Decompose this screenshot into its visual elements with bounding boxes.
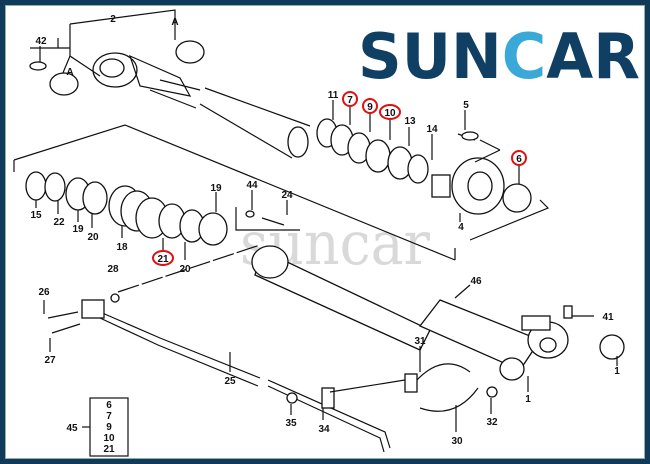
label-18: 18: [116, 242, 128, 253]
label-25: 25: [224, 376, 236, 387]
label-a: A: [66, 67, 73, 78]
label-24: 24: [281, 190, 293, 201]
label-13: 13: [404, 116, 416, 127]
label-34: 34: [318, 424, 330, 435]
seal-rings-upper: [316, 100, 433, 184]
label-10-highlighted: 10: [384, 108, 396, 119]
label-30: 30: [451, 436, 463, 447]
kit-item: 9: [106, 422, 112, 433]
part-labels: 2 A A 42 11 7 9 10 13 14 5 6 15 22 19 20…: [30, 14, 620, 447]
label-1: 1: [614, 366, 620, 377]
cylinder-head: [431, 110, 550, 241]
pipe-25: [43, 299, 391, 453]
label-21-highlighted: 21: [157, 254, 169, 265]
label-19: 19: [210, 183, 222, 194]
label-26: 26: [38, 287, 50, 298]
clamps: [286, 346, 498, 432]
kit-item: 21: [103, 444, 115, 455]
label-46: 46: [470, 276, 482, 287]
label-14: 14: [426, 124, 438, 135]
label-42: 42: [35, 36, 47, 47]
label-11: 11: [328, 90, 339, 101]
piston-parts: [25, 171, 300, 260]
label-20: 20: [87, 232, 99, 243]
label-7-highlighted: 7: [347, 95, 353, 106]
label-5: 5: [463, 100, 469, 111]
kit-item: 10: [103, 433, 115, 444]
label-6-highlighted: 6: [516, 154, 522, 165]
label-31: 31: [414, 336, 426, 347]
label-28: 28: [107, 264, 119, 275]
label-35: 35: [285, 418, 297, 429]
label-2: 2: [110, 14, 116, 25]
piston-rod: [29, 9, 311, 159]
label-19: 19: [72, 224, 84, 235]
label-15: 15: [30, 210, 42, 221]
label-4: 4: [458, 222, 464, 233]
label-20: 20: [179, 264, 191, 275]
label-22: 22: [53, 217, 65, 228]
label-a: A: [171, 17, 178, 28]
label-45: 45: [66, 423, 78, 434]
label-41: 41: [602, 312, 614, 323]
cylinder-tube: [110, 244, 625, 392]
label-44: 44: [246, 180, 258, 191]
label-27: 27: [44, 355, 56, 366]
kit-item: 7: [106, 411, 112, 422]
svg-text:SUNCAR: SUNCAR: [358, 20, 640, 93]
label-9-highlighted: 9: [367, 102, 373, 113]
label-1: 1: [525, 394, 531, 405]
suncar-logo: SUNCAR: [358, 20, 640, 93]
label-32: 32: [486, 417, 498, 428]
kit-item: 6: [106, 400, 112, 411]
seal-kit-box: 6 7 9 10 21: [82, 397, 129, 457]
